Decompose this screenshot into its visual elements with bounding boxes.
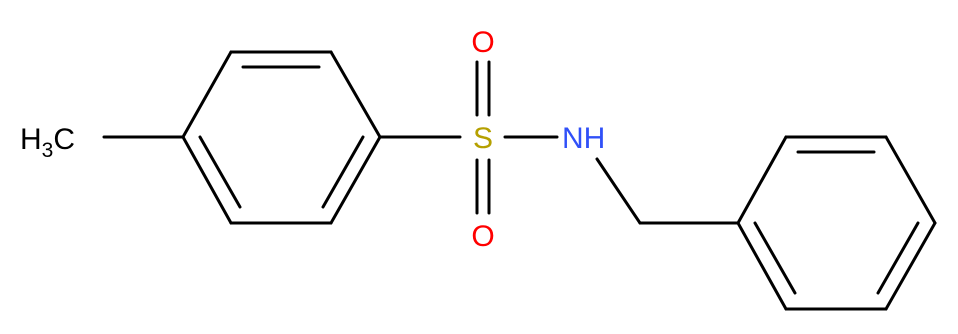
sulfur-label: S xyxy=(473,122,493,155)
bond xyxy=(736,135,788,225)
bond xyxy=(181,135,233,225)
oxygen-top-label: O xyxy=(471,26,494,59)
bond xyxy=(884,135,937,225)
phenyl-ring xyxy=(736,135,937,311)
bond xyxy=(736,221,788,311)
bond xyxy=(181,50,233,139)
sulfonyl-bonds xyxy=(475,60,491,215)
double-bond-inner xyxy=(753,221,797,295)
methyl-label: H3C xyxy=(20,123,75,162)
double-bond-inner xyxy=(198,135,242,209)
toluene-ring xyxy=(181,50,382,225)
double-bond-inner xyxy=(321,135,365,209)
oxygen-bottom-label: O xyxy=(471,220,494,253)
bond xyxy=(329,135,382,225)
bond xyxy=(884,221,937,311)
bond xyxy=(329,50,382,139)
double-bond-inner xyxy=(876,221,920,295)
nitrogen-methylene-bond xyxy=(595,157,642,225)
nitrogen-label: NH xyxy=(562,122,605,155)
